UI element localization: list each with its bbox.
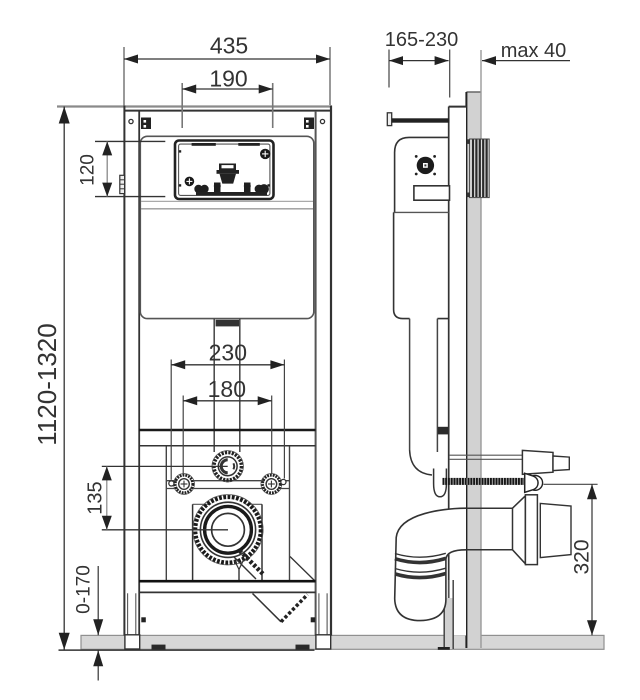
svg-text:165-230: 165-230 [385, 29, 458, 51]
svg-text:435: 435 [210, 33, 248, 59]
svg-text:0-170: 0-170 [74, 565, 95, 614]
svg-text:120: 120 [78, 154, 99, 186]
svg-text:190: 190 [209, 66, 247, 92]
svg-text:230: 230 [209, 340, 247, 366]
svg-text:135: 135 [85, 481, 107, 514]
svg-text:180: 180 [208, 376, 246, 402]
svg-text:320: 320 [571, 539, 594, 574]
svg-text:max 40: max 40 [501, 40, 567, 62]
svg-text:1120-1320: 1120-1320 [32, 323, 62, 445]
